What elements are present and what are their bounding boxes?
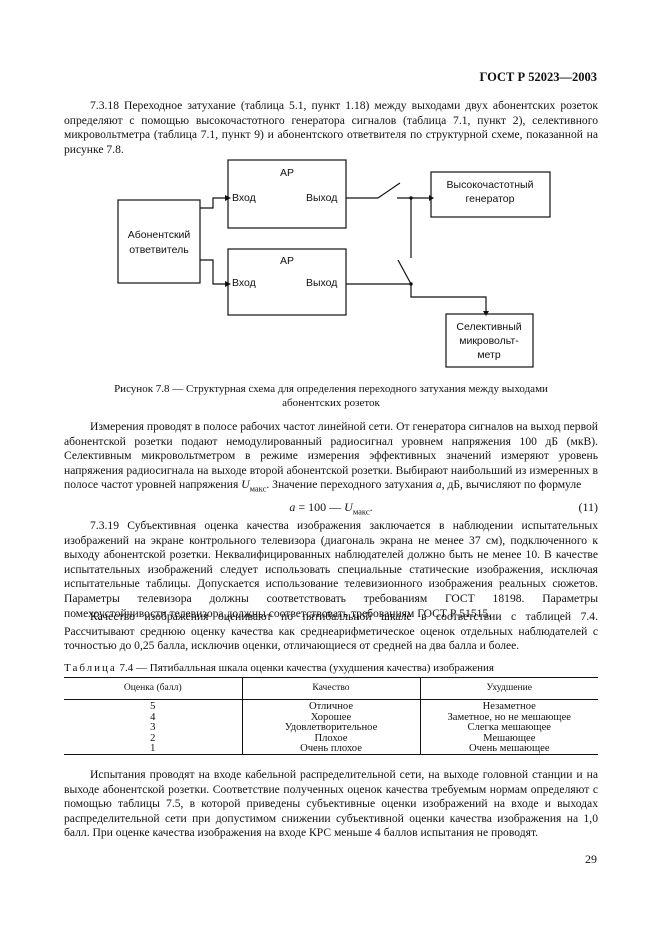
formula-u: U	[344, 500, 353, 514]
table-row: 1 Очень плохое Очень мешающее	[64, 743, 598, 756]
impairment-cell: Слегка мешающее	[419, 722, 598, 734]
paragraph-7-3-19: 7.3.19 Субъективная оценка качества изоб…	[64, 519, 598, 621]
paragraph-tests: Испытания проводят на входе кабельной ра…	[64, 768, 598, 841]
ap1-output-label: Выход	[306, 192, 337, 204]
paragraph-text: Измерения проводят в полосе рабочих част…	[64, 420, 598, 492]
paragraph-quality-scale: Качество изображения оценивают по пятиба…	[64, 610, 598, 654]
table-7-4: Оценка (балл) Качество Ухудшение 5 Отлич…	[64, 676, 598, 756]
quality-cell: Удовлетворительное	[241, 722, 420, 734]
u-symbol: U	[241, 478, 250, 492]
score-cell: 2	[150, 732, 156, 744]
table-caption-prefix: Таблица	[64, 662, 117, 674]
generator-box	[430, 171, 551, 218]
quality-cell: Плохое	[241, 733, 420, 745]
formula-u-sub: макс	[352, 506, 370, 517]
ap2-input-label: Вход	[232, 277, 256, 289]
paragraph-measurements: Измерения проводят в полосе рабочих част…	[64, 420, 598, 496]
paragraph-text: Качество изображения оценивают по пятиба…	[64, 610, 598, 653]
paragraph-text: . Значение переходного затухания	[266, 478, 436, 492]
u-subscript: макс	[249, 483, 267, 494]
paragraph-text: Испытания проводят на входе кабельной ра…	[64, 768, 598, 840]
ap2-title: АР	[280, 255, 294, 267]
paragraph-text: 7.3.18 Переходное затухание (таблица 5.1…	[64, 99, 598, 156]
impairment-cell: Заметное, но не мешающее	[419, 712, 598, 724]
tap-label-line1: Абонентский	[128, 229, 191, 241]
paragraph-text: , дБ, вычисляют по формуле	[441, 478, 582, 492]
quality-cell: Очень плохое	[241, 743, 420, 756]
table-row: 2 Плохое Мешающее	[64, 732, 598, 745]
quality-cell: Хорошее	[241, 712, 420, 724]
meter-box	[445, 313, 534, 368]
table-row: 3 Удовлетворительное Слегка мешающее	[64, 722, 598, 734]
page-number: 29	[585, 852, 597, 866]
impairment-cell: Мешающее	[419, 733, 598, 745]
paragraph-text: 7.3.19 Субъективная оценка качества изоб…	[64, 519, 598, 620]
formula-number: (11)	[578, 500, 598, 514]
figure-caption-line2: абонентских розеток	[282, 396, 380, 409]
formula-expression: a = 100 — Uмакс.	[64, 500, 598, 516]
column-header-score: Оценка (балл)	[64, 676, 242, 701]
formula-end: .	[369, 500, 373, 514]
ap2-box	[227, 248, 347, 316]
meter-label-line2: микровольт-	[459, 335, 519, 347]
ap1-input-label: Вход	[232, 192, 256, 204]
switch-2	[397, 259, 412, 285]
subscriber-tap-box	[117, 199, 201, 284]
table-row: 4 Хорошее Заметное, но не мешающее	[64, 711, 598, 724]
ap1-title: АР	[280, 167, 294, 179]
impairment-cell: Незаметное	[419, 699, 598, 713]
score-cell: 4	[150, 711, 156, 723]
score-cell: 5	[150, 701, 156, 713]
score-cell: 1	[64, 743, 242, 756]
formula-lhs: a	[289, 500, 296, 514]
formula-rhs: = 100 —	[295, 500, 345, 514]
quality-cell: Отличное	[241, 699, 420, 713]
score-cell: 3	[150, 722, 156, 734]
table-header-row: Оценка (балл) Качество Ухудшение	[64, 676, 598, 701]
column-header-impairment: Ухудшение	[419, 676, 598, 701]
figure-caption: Рисунок 7.8 — Структурная схема для опре…	[64, 383, 598, 410]
meter-label-line1: Селективный	[456, 321, 521, 333]
switch-1	[377, 182, 401, 199]
meter-label-line3: метр	[477, 349, 501, 361]
generator-label-line1: Высокочастотный	[447, 179, 534, 191]
ap2-output-label: Выход	[306, 277, 337, 289]
table-caption-text: 7.4 — Пятибалльная шкала оценки качества…	[116, 662, 494, 674]
tap-label-line2: ответвитель	[129, 244, 189, 256]
figure-caption-line1: Рисунок 7.8 — Структурная схема для опре…	[114, 383, 548, 395]
document-header: ГОСТ Р 52023—2003	[479, 70, 597, 84]
figure-7-8-diagram: АР Вход Выход АР Вход Выход Абонентский …	[117, 159, 551, 368]
table-caption: Таблица 7.4 — Пятибалльная шкала оценки …	[64, 662, 494, 674]
column-header-quality: Качество	[241, 676, 420, 701]
a-symbol: a	[435, 478, 442, 492]
paragraph-7-3-18: 7.3.18 Переходное затухание (таблица 5.1…	[64, 99, 598, 157]
table-row: 5 Отличное Незаметное	[64, 699, 598, 713]
generator-label-line2: генератор	[466, 193, 515, 205]
impairment-cell: Очень мешающее	[419, 743, 598, 756]
ap1-box	[227, 159, 347, 229]
